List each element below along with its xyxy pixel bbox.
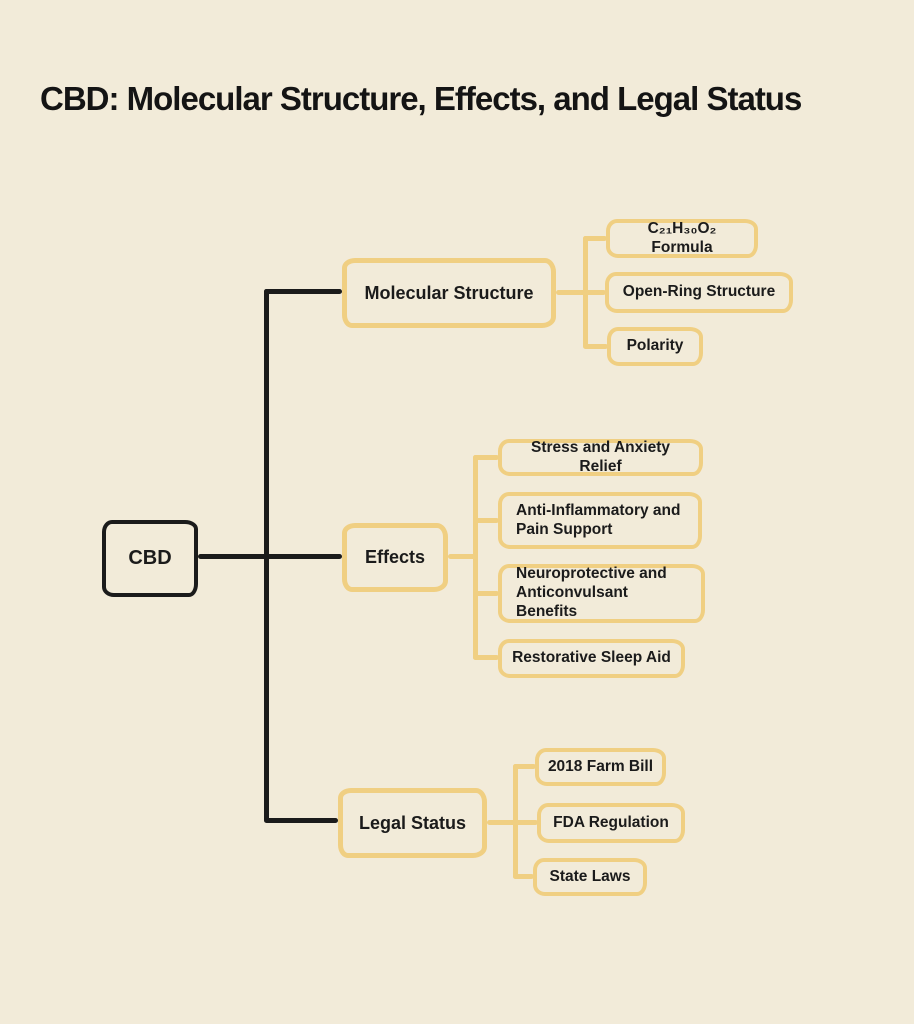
connector-to-neuroprotective — [473, 591, 499, 596]
node-anti-inflammatory-pain-support: Anti-Inflammatory and Pain Support — [498, 492, 702, 549]
node-formula-label: C₂₁H₃₀O₂ Formula — [647, 219, 717, 256]
connector-to-stress-relief — [473, 455, 499, 460]
connector-to-polarity — [583, 344, 608, 349]
connector-to-farm-bill — [513, 764, 536, 769]
node-fda-regulation: FDA Regulation — [537, 803, 685, 843]
node-open-ring-structure: Open-Ring Structure — [605, 272, 793, 313]
connector-legal-out — [487, 820, 518, 825]
node-legal-status: Legal Status — [338, 788, 487, 858]
node-open-ring-structure-label: Open-Ring Structure — [622, 283, 776, 301]
node-formula: C₂₁H₃₀O₂ Formula — [606, 219, 758, 258]
node-stress-anxiety-relief: Stress and Anxiety Relief — [498, 439, 703, 476]
connector-to-anti-inflammatory — [473, 518, 499, 523]
connector-trunk-to-molecular — [264, 289, 342, 294]
node-effects: Effects — [342, 523, 448, 592]
node-state-laws: State Laws — [533, 858, 647, 896]
node-neuroprotective-anticonvulsant: Neuroprotective and Anticonvulsant Benef… — [498, 564, 705, 623]
connector-to-formula — [583, 236, 607, 241]
connector-root-to-effects — [198, 554, 342, 559]
node-polarity: Polarity — [607, 327, 703, 366]
node-polarity-label: Polarity — [626, 337, 684, 355]
connector-to-fda-regulation — [513, 820, 538, 825]
node-effects-label: Effects — [364, 547, 426, 567]
node-molecular-structure-label: Molecular Structure — [364, 282, 534, 303]
connector-to-open-ring — [583, 290, 606, 295]
connector-molecular-out — [556, 290, 587, 295]
page-title: CBD: Molecular Structure, Effects, and L… — [40, 80, 802, 117]
node-cbd-root-label: CBD — [128, 547, 172, 569]
connector-effects-out — [448, 554, 478, 559]
node-restorative-sleep-aid-label: Restorative Sleep Aid — [512, 649, 671, 667]
connector-to-sleep-aid — [473, 655, 499, 660]
node-legal-status-label: Legal Status — [358, 812, 467, 833]
node-stress-anxiety-relief-label: Stress and Anxiety Relief — [531, 438, 670, 475]
node-cbd-root: CBD — [102, 520, 198, 597]
node-state-laws-label: State Laws — [549, 867, 631, 885]
node-fda-regulation-label: FDA Regulation — [553, 813, 669, 831]
node-neuroprotective-anticonvulsant-label: Neuroprotective and Anticonvulsant Benef… — [516, 565, 667, 620]
node-2018-farm-bill: 2018 Farm Bill — [535, 748, 666, 786]
node-anti-inflammatory-pain-support-label: Anti-Inflammatory and Pain Support — [516, 501, 681, 538]
connector-trunk-to-legal-status — [264, 818, 338, 823]
node-2018-farm-bill-label: 2018 Farm Bill — [547, 757, 654, 775]
effects-children-rail — [473, 455, 478, 660]
node-molecular-structure: Molecular Structure — [342, 258, 556, 328]
node-restorative-sleep-aid: Restorative Sleep Aid — [498, 639, 685, 678]
connector-to-state-laws — [513, 874, 534, 879]
